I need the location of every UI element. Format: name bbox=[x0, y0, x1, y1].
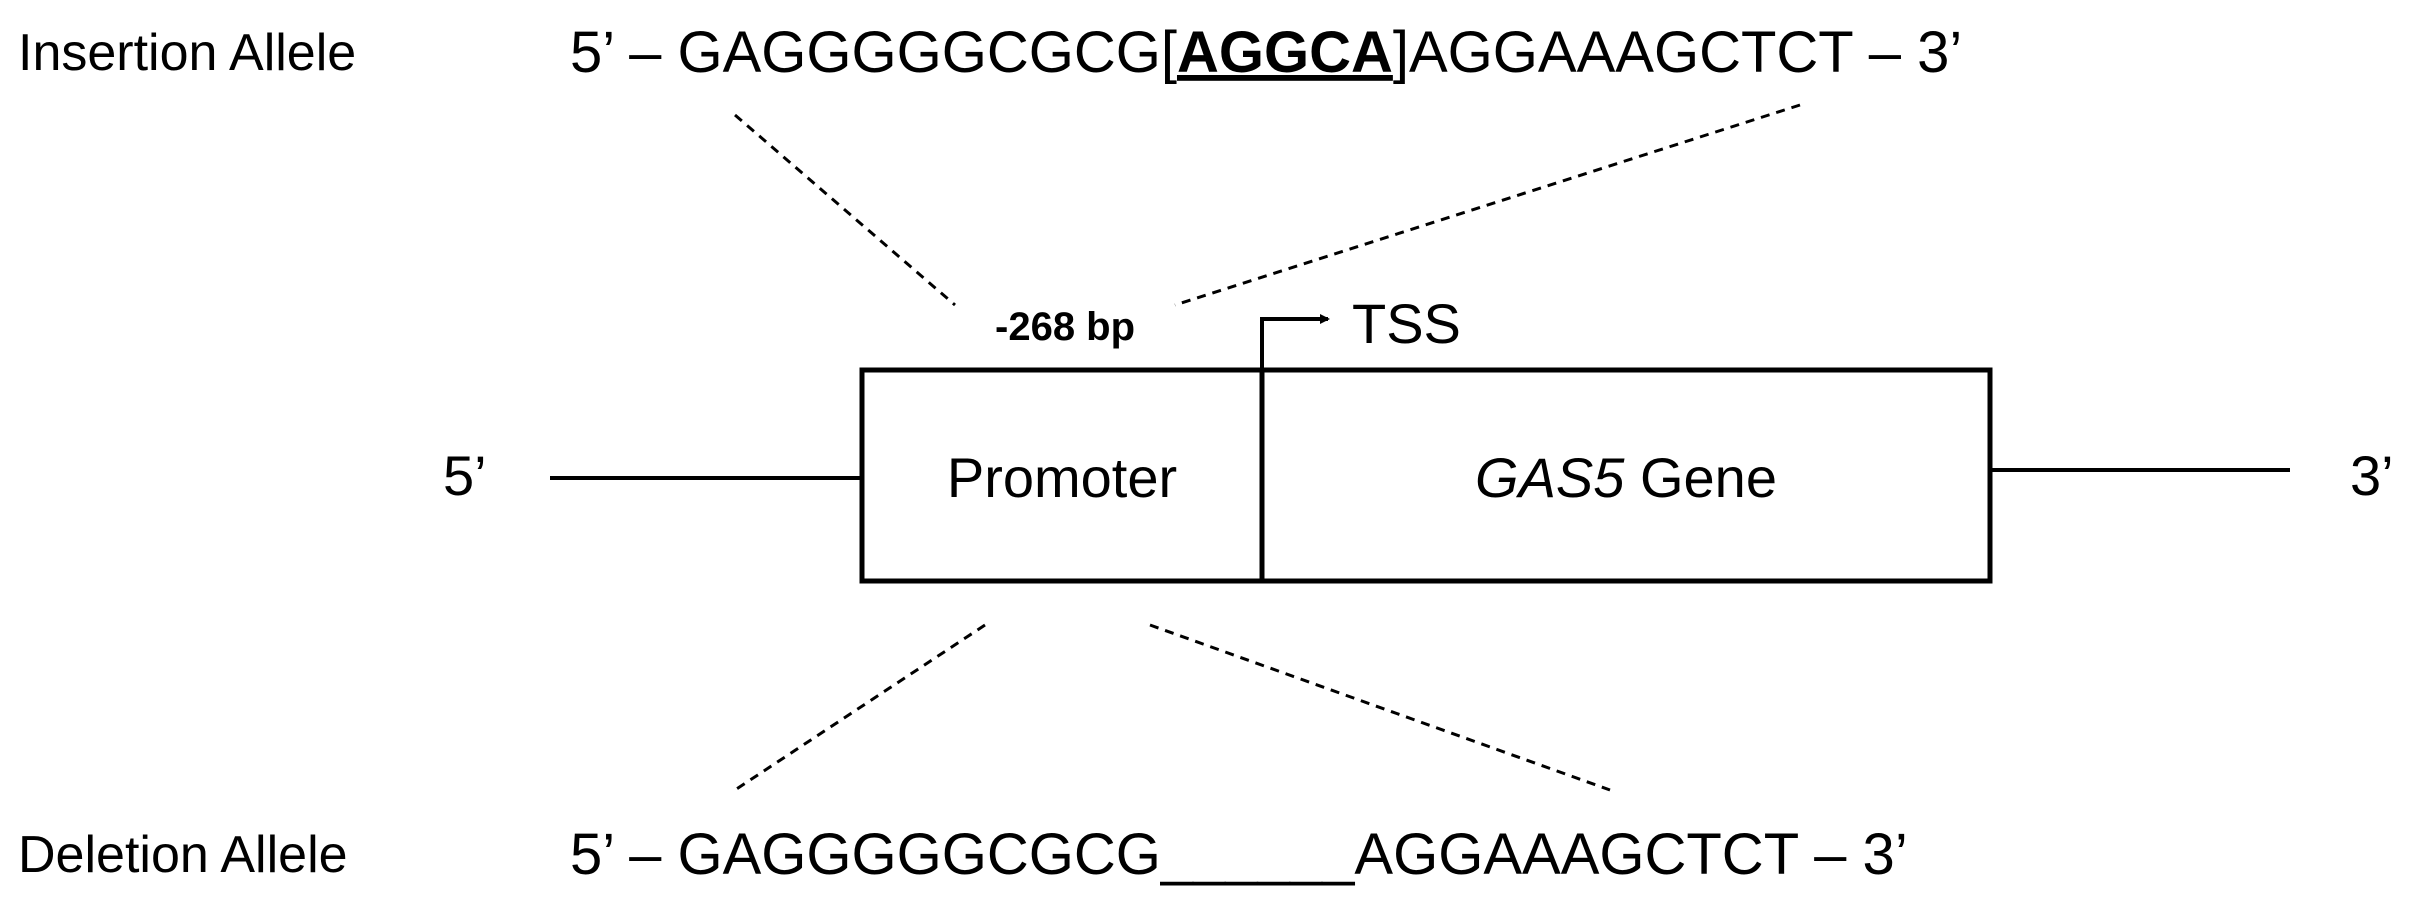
insertion-inserted-bases: AGGCA bbox=[1177, 20, 1393, 85]
deletion-allele-sequence: 5’ – GAGGGGGCGCG______AGGAAAGCTCT – 3’ bbox=[570, 822, 1908, 887]
insertion-zoom-line-right bbox=[1174, 103, 1801, 307]
insertion-prefix: 5’ – GAGGGGGCGCG bbox=[570, 20, 1161, 85]
deletion-gap: ______ bbox=[1160, 822, 1355, 887]
insertion-allele-sequence: 5’ – GAGGGGGCGCG[AGGCA]AGGAAAGCTCT – 3’ bbox=[570, 20, 1962, 85]
tss-arrow bbox=[1260, 314, 1330, 370]
tss-label: TSS bbox=[1352, 292, 1461, 355]
deletion-zoom-line-right bbox=[1149, 623, 1611, 792]
deletion-suffix: AGGAAAGCTCT – 3’ bbox=[1354, 822, 1907, 887]
gene-label: GAS5 Gene bbox=[1475, 446, 1777, 509]
insertion-allele-label: Insertion Allele bbox=[18, 24, 356, 82]
gene-box bbox=[859, 367, 1993, 584]
gene-name: GAS5 bbox=[1475, 446, 1625, 509]
insertion-bracket-open: [ bbox=[1161, 20, 1177, 85]
gene-word: Gene bbox=[1624, 446, 1777, 509]
deletion-zoom-line-left bbox=[734, 623, 986, 792]
promoter-label: Promoter bbox=[947, 446, 1177, 509]
deletion-allele-label: Deletion Allele bbox=[18, 826, 348, 884]
insertion-bracket-close: ] bbox=[1393, 20, 1409, 85]
five-prime-label: 5’ bbox=[443, 444, 487, 507]
deletion-prefix: 5’ – GAGGGGGCGCG bbox=[570, 822, 1161, 887]
three-prime-label: 3’ bbox=[2350, 444, 2394, 507]
insertion-suffix: AGGAAAGCTCT – 3’ bbox=[1409, 20, 1962, 85]
insertion-zoom-line-left bbox=[734, 113, 956, 307]
position-label: -268 bp bbox=[995, 305, 1135, 349]
